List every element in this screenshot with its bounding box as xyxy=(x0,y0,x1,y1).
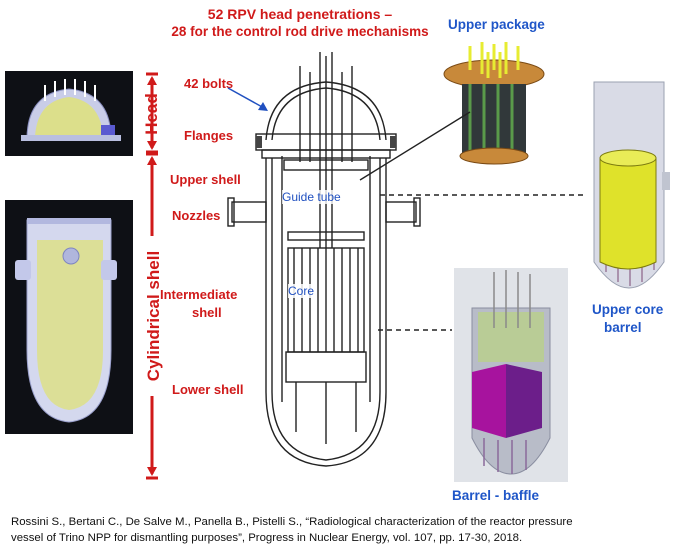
citation-line-1: Rossini S., Bertani C., De Salve M., Pan… xyxy=(11,516,573,528)
cylindrical-shell-3d-model xyxy=(5,200,133,434)
barrel-baffle-3d-model xyxy=(454,268,568,482)
reactor-vessel-drawing xyxy=(227,52,421,467)
head-dimension-arrow xyxy=(146,72,158,154)
citation-caption: Rossini S., Bertani C., De Salve M., Pan… xyxy=(11,514,611,546)
upper-package-3d-model xyxy=(440,38,548,170)
intermediate-shell-label-2: shell xyxy=(192,305,222,320)
upper-core-barrel-3d-model xyxy=(586,72,672,292)
citation-line-2: vessel of Trino NPP for dismantling purp… xyxy=(11,532,523,544)
barrel-baffle-label: Barrel - baffle xyxy=(452,488,540,503)
head-3d-model xyxy=(5,71,133,156)
lower-shell-label: Lower shell xyxy=(172,382,244,397)
bolts-label: 42 bolts xyxy=(184,76,234,91)
guide-tube-label: Guide tube xyxy=(282,190,341,204)
flanges-label: Flanges xyxy=(184,128,234,143)
upper-core-barrel-label-1: Upper core xyxy=(592,302,664,317)
upper-core-barrel-label-2: barrel xyxy=(604,320,642,335)
upper-shell-label: Upper shell xyxy=(170,172,241,187)
bolts-pointer-arrow xyxy=(227,87,268,111)
nozzles-label: Nozzles xyxy=(172,208,221,223)
diagram-title-line2: 28 for the control rod drive mechanisms xyxy=(171,24,429,39)
core-label: Core xyxy=(288,284,315,298)
diagram-title-line1: 52 RPV head penetrations – xyxy=(207,6,393,22)
intermediate-shell-label-1: Intermediate xyxy=(160,287,238,302)
upper-package-label: Upper package xyxy=(448,17,545,32)
